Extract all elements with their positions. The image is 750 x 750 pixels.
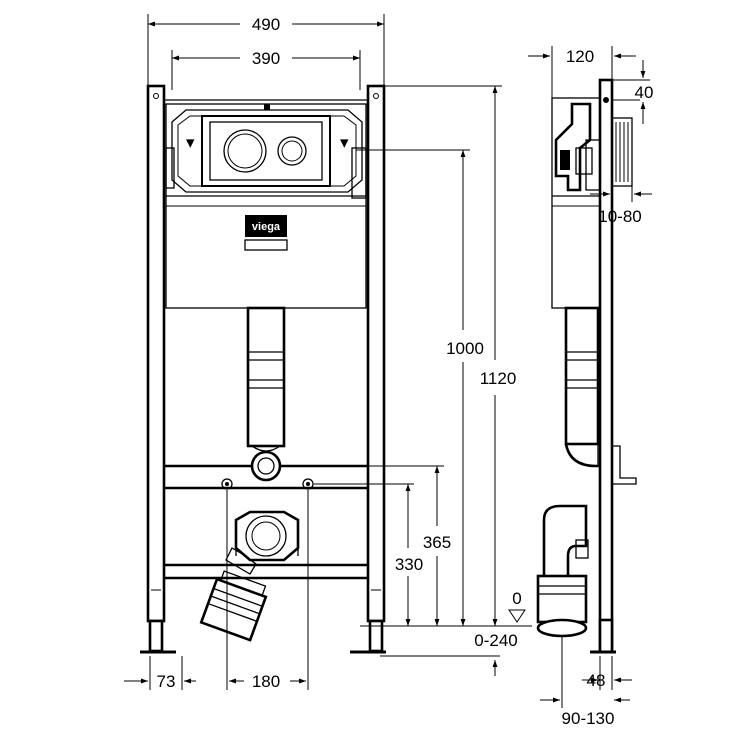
floor-level-triangle (508, 609, 526, 623)
dim-floor-adjust: 0-240 0 (360, 589, 532, 676)
dim-wall-gap: 10-80 (590, 186, 652, 226)
dim-label-height-top: 1120 (480, 369, 517, 388)
marker-left: ▾ (186, 133, 195, 152)
dim-pipe-offset: 48 (582, 656, 632, 690)
dim-label-overall-width: 490 (252, 15, 280, 34)
dim-height-drain: 365 (280, 465, 451, 626)
dim-pipe-projection: 90-130 (540, 636, 630, 728)
dim-label-height-inlet: 330 (395, 555, 423, 574)
drain-connection (225, 510, 300, 575)
dim-label-depth: 120 (566, 47, 594, 66)
dim-inner-width: 390 (171, 49, 361, 90)
dim-label-foot-offset: 73 (157, 672, 176, 691)
dim-plate: 40 (612, 60, 653, 124)
dim-label-pipe-projection: 90-130 (562, 709, 615, 728)
dim-height-top: 1120 (384, 85, 517, 626)
dim-drain-spacing: 180 (226, 490, 309, 691)
dim-label-height-drain: 365 (423, 533, 451, 552)
dim-height-flush: 1000 (356, 149, 484, 626)
flush-plate: ▾ ▾ (186, 115, 349, 187)
dim-label-floor-zero: 0 (512, 589, 521, 608)
dim-overall-width: 490 (147, 14, 385, 86)
dim-foot-offset: 73 (124, 656, 196, 691)
dim-label-pipe-offset: 48 (587, 671, 606, 690)
dim-label-plate: 40 (635, 83, 654, 102)
side-view (536, 78, 640, 654)
logo-text: viega (252, 221, 281, 233)
front-frame (140, 84, 386, 654)
dim-label-drain-spacing: 180 (252, 672, 280, 691)
viega-logo: viega (244, 215, 288, 251)
dim-label-height-flush: 1000 (446, 339, 484, 358)
flush-pipe (246, 306, 286, 482)
drain-elbow (199, 570, 268, 642)
dim-label-floor-adjust: 0-240 (474, 631, 517, 650)
dim-height-inlet: 330 (314, 483, 423, 626)
dim-depth: 120 (528, 46, 636, 98)
dim-label-wall-gap: 10-80 (598, 207, 641, 226)
dim-label-inner-width: 390 (252, 49, 280, 68)
marker-right: ▾ (340, 133, 349, 152)
